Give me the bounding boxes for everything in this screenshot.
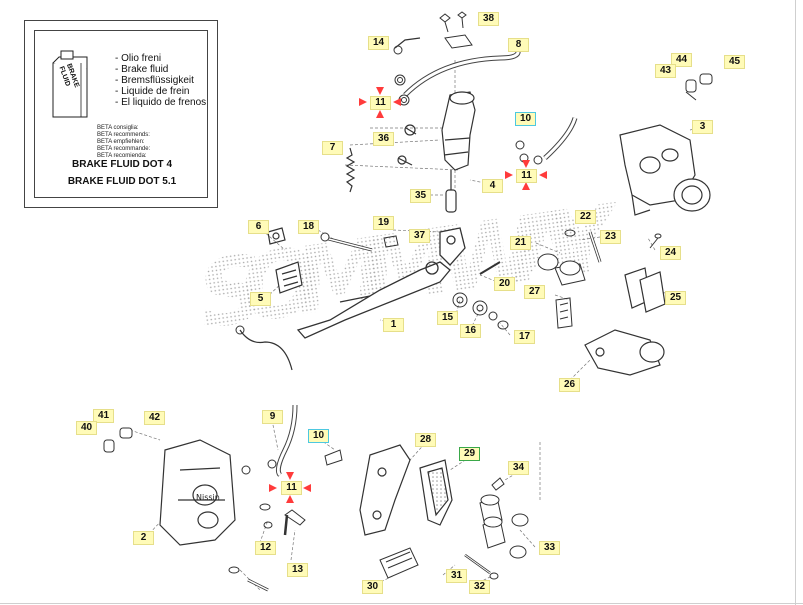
svg-text:Nissin: Nissin [196,493,220,502]
callout-13[interactable]: 13 [287,563,308,577]
callout-10-top[interactable]: 10 [515,112,536,126]
callout-43[interactable]: 43 [655,64,676,78]
callout-11-bottom[interactable]: 11 [281,481,302,495]
callout-6[interactable]: 6 [248,220,269,234]
bolts-12-13 [228,503,306,592]
pistons-rear [537,253,586,286]
callout-41[interactable]: 41 [93,409,114,423]
callout-11-top[interactable]: 11 [370,96,391,110]
fluid-dot4-label: BRAKE FLUID DOT 4 [72,159,172,170]
callout-35[interactable]: 35 [410,189,431,203]
callout-19[interactable]: 19 [373,216,394,230]
bolts-38 [439,11,473,49]
return-spring [345,147,356,193]
legend-inner-frame: BRAKE FLUID - Olio freni - Brake fluid -… [34,30,208,198]
torque-arrows [269,87,547,503]
callout-45[interactable]: 45 [724,55,745,69]
callout-20[interactable]: 20 [494,277,515,291]
callout-27[interactable]: 27 [524,285,545,299]
callout-9[interactable]: 9 [262,410,283,424]
rec-es: BETA recomienda: [97,153,147,159]
callout-22[interactable]: 22 [575,210,596,224]
callout-32[interactable]: 32 [469,580,490,594]
caliper-bracket-rear [584,329,665,376]
callout-17[interactable]: 17 [514,330,535,344]
brake-pad-front [419,459,453,526]
banjo-bolt-14 [393,37,421,106]
callout-1[interactable]: 1 [383,318,404,332]
rec-fr: BETA recommande: [97,146,151,152]
caliper-bracket-front [359,444,411,536]
callout-14[interactable]: 14 [368,36,389,50]
callout-8[interactable]: 8 [508,38,529,52]
callout-18[interactable]: 18 [298,220,319,234]
callout-34[interactable]: 34 [508,461,529,475]
rec-de: BETA empfiehlen: [97,139,145,145]
pin-20 [479,261,501,275]
callout-5[interactable]: 5 [250,292,271,306]
pedal-tip [267,227,303,294]
brake-fluid-legend: BRAKE FLUID - Olio freni - Brake fluid -… [24,20,218,208]
callout-21[interactable]: 21 [510,236,531,250]
brake-fluid-can-icon [52,50,88,118]
rear-caliper [619,124,711,216]
fluid-dot51-label: BRAKE FLUID DOT 5.1 [67,176,177,187]
frame-bottom-border [0,603,803,604]
caliper-caps-rear [685,73,713,101]
caliper-caps-front [103,427,133,453]
bleeder-10b [324,449,343,466]
callout-37[interactable]: 37 [409,229,430,243]
lower-cable [239,329,293,371]
callout-29[interactable]: 29 [459,447,480,461]
callout-25[interactable]: 25 [665,291,686,305]
callout-42[interactable]: 42 [144,411,165,425]
callout-11-mid[interactable]: 11 [516,169,537,183]
brake-pedal [296,227,466,339]
pad-spring-front [379,547,419,579]
callout-4[interactable]: 4 [482,179,503,193]
lang-es: - El liquido de frenos [115,97,207,108]
recommend-list: BETA consiglia: BETA recommends: BETA em… [97,125,150,160]
callout-2[interactable]: 2 [133,531,154,545]
callout-16[interactable]: 16 [460,324,481,338]
callout-12[interactable]: 12 [255,541,276,555]
callout-40[interactable]: 40 [76,421,97,435]
pin-31-32 [464,553,499,580]
lang-de: - Bremsflüssigkeit [115,75,194,86]
bleeder-34 [491,477,505,491]
master-cylinder [397,91,476,213]
callout-33[interactable]: 33 [539,541,560,555]
callout-10-bottom[interactable]: 10 [308,429,329,443]
front-caliper: Nissin [159,439,236,546]
callout-7[interactable]: 7 [322,141,343,155]
pad-spring-rear [555,297,573,329]
lang-it: - Olio freni [115,53,162,64]
callout-36[interactable]: 36 [373,132,394,146]
lang-en: - Brake fluid [115,64,169,75]
brake-pads-rear [624,267,666,313]
rec-it: BETA consiglia: [97,125,139,131]
callout-31[interactable]: 31 [446,569,467,583]
frame-right-border [795,0,796,605]
callout-30[interactable]: 30 [362,580,383,594]
callout-28[interactable]: 28 [415,433,436,447]
callout-26[interactable]: 26 [559,378,580,392]
clip-19 [383,235,399,248]
callout-24[interactable]: 24 [660,246,681,260]
pivot-bolt [320,232,373,252]
rec-en: BETA recommends: [97,132,150,138]
bushings [452,292,509,330]
callout-3[interactable]: 3 [692,120,713,134]
callout-15[interactable]: 15 [437,311,458,325]
fluid-language-list: - Olio freni - Brake fluid - Bremsflüssi… [115,53,206,108]
callout-38[interactable]: 38 [478,12,499,26]
callout-44[interactable]: 44 [671,53,692,67]
pistons-front [479,494,529,559]
pins-22-23-24 [564,229,662,263]
lang-fr: - Liquide de frein [115,86,190,97]
callout-23[interactable]: 23 [600,230,621,244]
